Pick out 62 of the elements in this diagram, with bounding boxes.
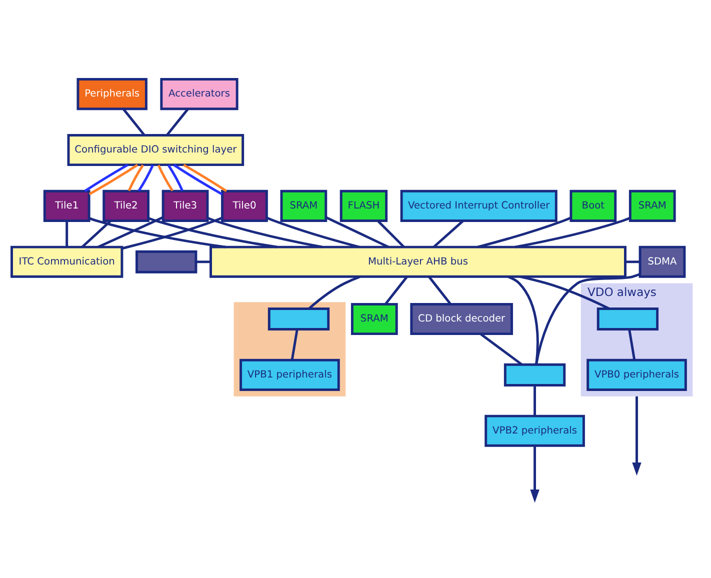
connector	[138, 164, 154, 191]
connector	[88, 163, 138, 195]
node-box: ITC Communication	[10, 245, 124, 278]
connector	[477, 216, 572, 248]
connector	[173, 163, 223, 195]
node-box: VPB2 peripherals	[484, 414, 585, 446]
connector	[290, 328, 298, 360]
connector	[377, 220, 405, 248]
connector	[514, 216, 630, 248]
node-box: Multi-Layer AHB bus	[210, 245, 626, 278]
connector	[157, 164, 174, 191]
connector	[84, 163, 128, 192]
connector	[122, 108, 146, 136]
arrow	[632, 396, 642, 476]
connector	[433, 220, 464, 248]
connector	[384, 275, 408, 304]
connector	[122, 216, 222, 250]
node-box: SRAM	[280, 189, 328, 222]
node-box: Tile2	[102, 189, 150, 222]
node-box	[136, 250, 198, 273]
node-box	[504, 362, 566, 386]
node-box: Tile0	[221, 189, 268, 222]
node-box: Accelerators	[160, 78, 238, 110]
node-box	[596, 307, 659, 330]
node-box: SRAM	[350, 302, 398, 335]
connector	[148, 216, 278, 248]
connector	[196, 260, 211, 263]
connector	[325, 216, 389, 248]
connector	[183, 163, 228, 192]
node-box: Vectored Interrupt Controller	[400, 189, 558, 222]
connector	[98, 216, 164, 248]
connector	[480, 332, 523, 366]
connector	[81, 220, 112, 248]
connector	[88, 216, 226, 248]
connector	[128, 164, 144, 191]
node-box: Configurable DIO switching layer	[67, 133, 244, 166]
connector	[66, 220, 68, 246]
connector	[308, 275, 361, 310]
connector	[428, 275, 452, 304]
connector	[534, 384, 536, 416]
connector	[520, 274, 610, 310]
node-box: Tile1	[43, 189, 90, 222]
node-box: VPB1 peripherals	[240, 358, 340, 390]
connector	[535, 272, 640, 364]
connector	[266, 216, 360, 248]
node-box: FLASH	[340, 189, 388, 222]
connector	[166, 108, 189, 136]
connector	[628, 328, 636, 360]
node-box: CD block decoder	[410, 302, 513, 335]
arrow	[530, 445, 540, 502]
connector	[625, 260, 640, 263]
connector	[207, 216, 322, 248]
node-box: Peripherals	[76, 78, 148, 110]
node-box: Boot	[570, 189, 617, 222]
cluster	[234, 302, 346, 396]
node-box: SRAM	[628, 189, 676, 222]
node-box: VPB0 peripherals	[586, 358, 687, 390]
node-box: Tile3	[162, 189, 209, 222]
connector	[508, 275, 539, 364]
node-box	[268, 307, 330, 330]
connector	[167, 164, 184, 191]
node-box: SDMA	[638, 245, 686, 278]
